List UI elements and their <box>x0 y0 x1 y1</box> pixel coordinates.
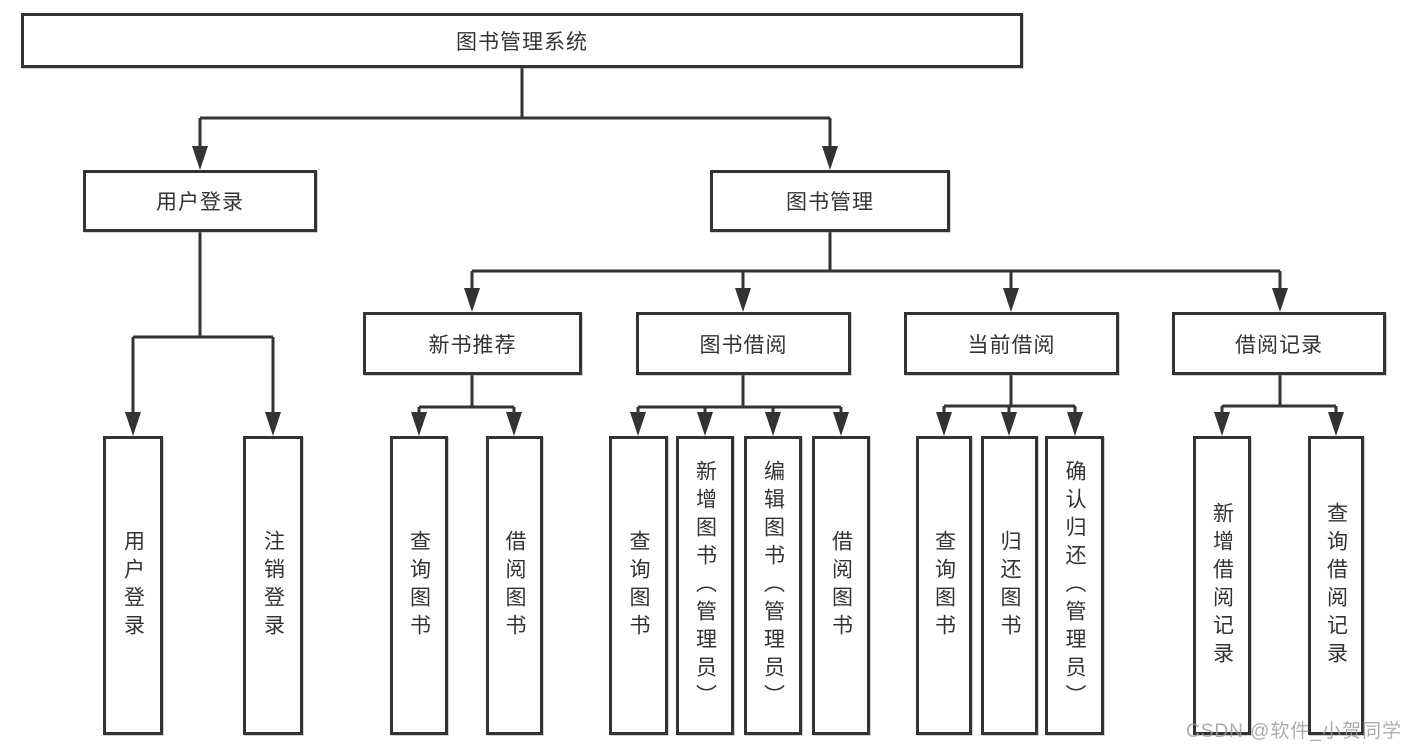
leaf-query-books-current: 查询图书 <box>916 436 972 735</box>
node-borrow-record: 借阅记录 <box>1172 312 1386 375</box>
leaf-edit-books-admin-label: 编辑图书（管理员） <box>761 459 785 712</box>
leaf-query-books-recommend: 查询图书 <box>390 436 448 735</box>
leaf-query-borrow-record-label: 查询借阅记录 <box>1324 501 1348 670</box>
leaf-confirm-return-admin-label: 确认归还（管理员） <box>1063 459 1086 712</box>
leaf-user-login-label: 用户登录 <box>121 529 145 642</box>
leaf-borrow-books: 借阅图书 <box>812 436 870 735</box>
csdn-watermark: CSDN @软件_小贺同学 <box>1186 721 1402 742</box>
leaf-add-borrow-record: 新增借阅记录 <box>1193 436 1251 735</box>
leaf-logout-label: 注销登录 <box>261 529 285 642</box>
node-new-book-recommend: 新书推荐 <box>363 312 582 375</box>
leaf-logout: 注销登录 <box>243 436 303 735</box>
leaf-return-books: 归还图书 <box>981 436 1038 735</box>
leaf-query-books-current-label: 查询图书 <box>932 529 956 642</box>
leaf-user-login: 用户登录 <box>103 436 163 735</box>
leaf-add-borrow-record-label: 新增借阅记录 <box>1210 501 1234 670</box>
connector-book-borrow-children <box>630 375 849 436</box>
connector-new-book-children <box>411 375 522 436</box>
leaf-borrow-books-label: 借阅图书 <box>829 529 853 642</box>
leaf-query-books-borrow-label: 查询图书 <box>627 529 650 642</box>
leaf-borrow-books-recommend: 借阅图书 <box>486 436 543 735</box>
node-book-borrow-label: 图书借阅 <box>699 333 788 357</box>
node-book-management: 图书管理 <box>710 170 950 232</box>
connector-user-login-children <box>125 232 281 436</box>
leaf-edit-books-admin: 编辑图书（管理员） <box>744 436 802 735</box>
node-current-borrow: 当前借阅 <box>904 312 1119 375</box>
connector-current-borrow-children <box>936 375 1083 436</box>
leaf-query-books-borrow: 查询图书 <box>609 436 668 735</box>
connector-root-to-level2 <box>192 68 838 170</box>
node-user-login: 用户登录 <box>83 170 317 232</box>
leaf-add-books-admin-label: 新增图书（管理员） <box>693 459 717 712</box>
leaf-query-borrow-record: 查询借阅记录 <box>1308 436 1364 735</box>
node-current-borrow-label: 当前借阅 <box>967 333 1056 357</box>
node-book-borrow: 图书借阅 <box>636 312 851 375</box>
leaf-query-books-recommend-label: 查询图书 <box>407 529 431 642</box>
node-book-management-label: 图书管理 <box>786 191 874 214</box>
node-root-system: 图书管理系统 <box>21 13 1023 68</box>
node-root-label: 图书管理系统 <box>456 30 588 54</box>
node-borrow-record-label: 借阅记录 <box>1235 333 1323 357</box>
leaf-add-books-admin: 新增图书（管理员） <box>676 436 734 735</box>
connector-borrow-record-children <box>1214 375 1344 436</box>
connector-book-mgmt-children <box>464 232 1288 312</box>
leaf-return-books-label: 归还图书 <box>998 529 1021 642</box>
leaf-confirm-return-admin: 确认归还（管理员） <box>1045 436 1104 735</box>
leaf-borrow-books-recommend-label: 借阅图书 <box>503 529 526 642</box>
node-user-login-label: 用户登录 <box>156 191 244 214</box>
node-new-book-recommend-label: 新书推荐 <box>428 333 517 357</box>
